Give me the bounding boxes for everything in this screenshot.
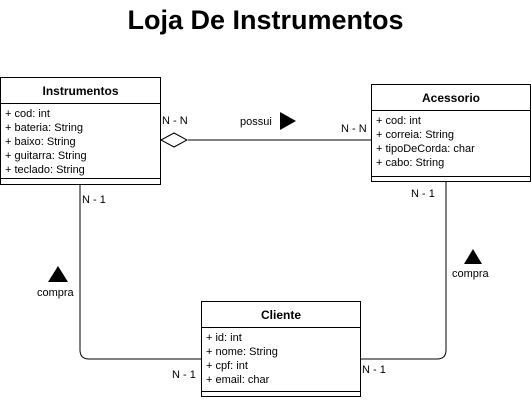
attribute: + bateria: String <box>5 122 83 134</box>
possui-multiplicity-target: N - N <box>341 123 367 135</box>
aggregation-diamond-icon <box>159 132 189 148</box>
attribute: + cabo: String <box>376 157 445 169</box>
compra-acessorio-multiplicity-cliente: N - 1 <box>362 364 386 376</box>
possui-multiplicity-source: N - N <box>162 115 188 127</box>
attribute: + cpf: int <box>206 360 248 372</box>
attribute: + correia: String <box>376 129 454 141</box>
class-instrumentos[interactable]: Instrumentos + cod: int + bateria: Strin… <box>0 77 161 185</box>
triangle-right-icon <box>280 112 296 130</box>
compra-acessorio-multiplicity-class: N - 1 <box>411 188 435 200</box>
possui-label: possui <box>240 116 272 128</box>
compra-instrumentos-multiplicity-cliente: N - 1 <box>172 369 196 381</box>
operations-divider <box>1 178 160 179</box>
attribute: + teclado: String <box>5 164 85 176</box>
class-acessorio[interactable]: Acessorio + cod: int + correia: String +… <box>371 84 531 182</box>
attribute-list: + cod: int + correia: String + tipoDeCor… <box>372 111 530 170</box>
attribute: + cod: int <box>5 108 50 120</box>
class-name: Cliente <box>202 302 360 328</box>
compra-instrumentos-label: compra <box>37 287 74 299</box>
compra-instrumentos-multiplicity-class: N - 1 <box>82 194 106 206</box>
compra-acessorio-line <box>361 182 447 360</box>
operations-divider <box>202 391 360 392</box>
triangle-up-icon <box>48 266 68 282</box>
attribute-list: + id: int + nome: String + cpf: int + em… <box>202 328 360 387</box>
triangle-up-icon <box>464 249 482 264</box>
operations-divider <box>372 176 530 177</box>
attribute: + email: char <box>206 374 270 386</box>
attribute: + tipoDeCorda: char <box>376 143 475 155</box>
compra-instrumentos-line <box>79 185 201 360</box>
attribute-list: + cod: int + bateria: String + baixo: St… <box>1 104 160 177</box>
compra-acessorio-label: compra <box>452 268 489 280</box>
attribute: + cod: int <box>376 115 421 127</box>
page-title: Loja De Instrumentos <box>127 5 404 35</box>
class-cliente[interactable]: Cliente + id: int + nome: String + cpf: … <box>201 301 361 397</box>
class-name: Acessorio <box>372 85 530 111</box>
attribute: + id: int <box>206 332 242 344</box>
attribute: + nome: String <box>206 346 278 358</box>
attribute: + guitarra: String <box>5 150 87 162</box>
attribute: + baixo: String <box>5 136 76 148</box>
class-name: Instrumentos <box>1 78 160 104</box>
